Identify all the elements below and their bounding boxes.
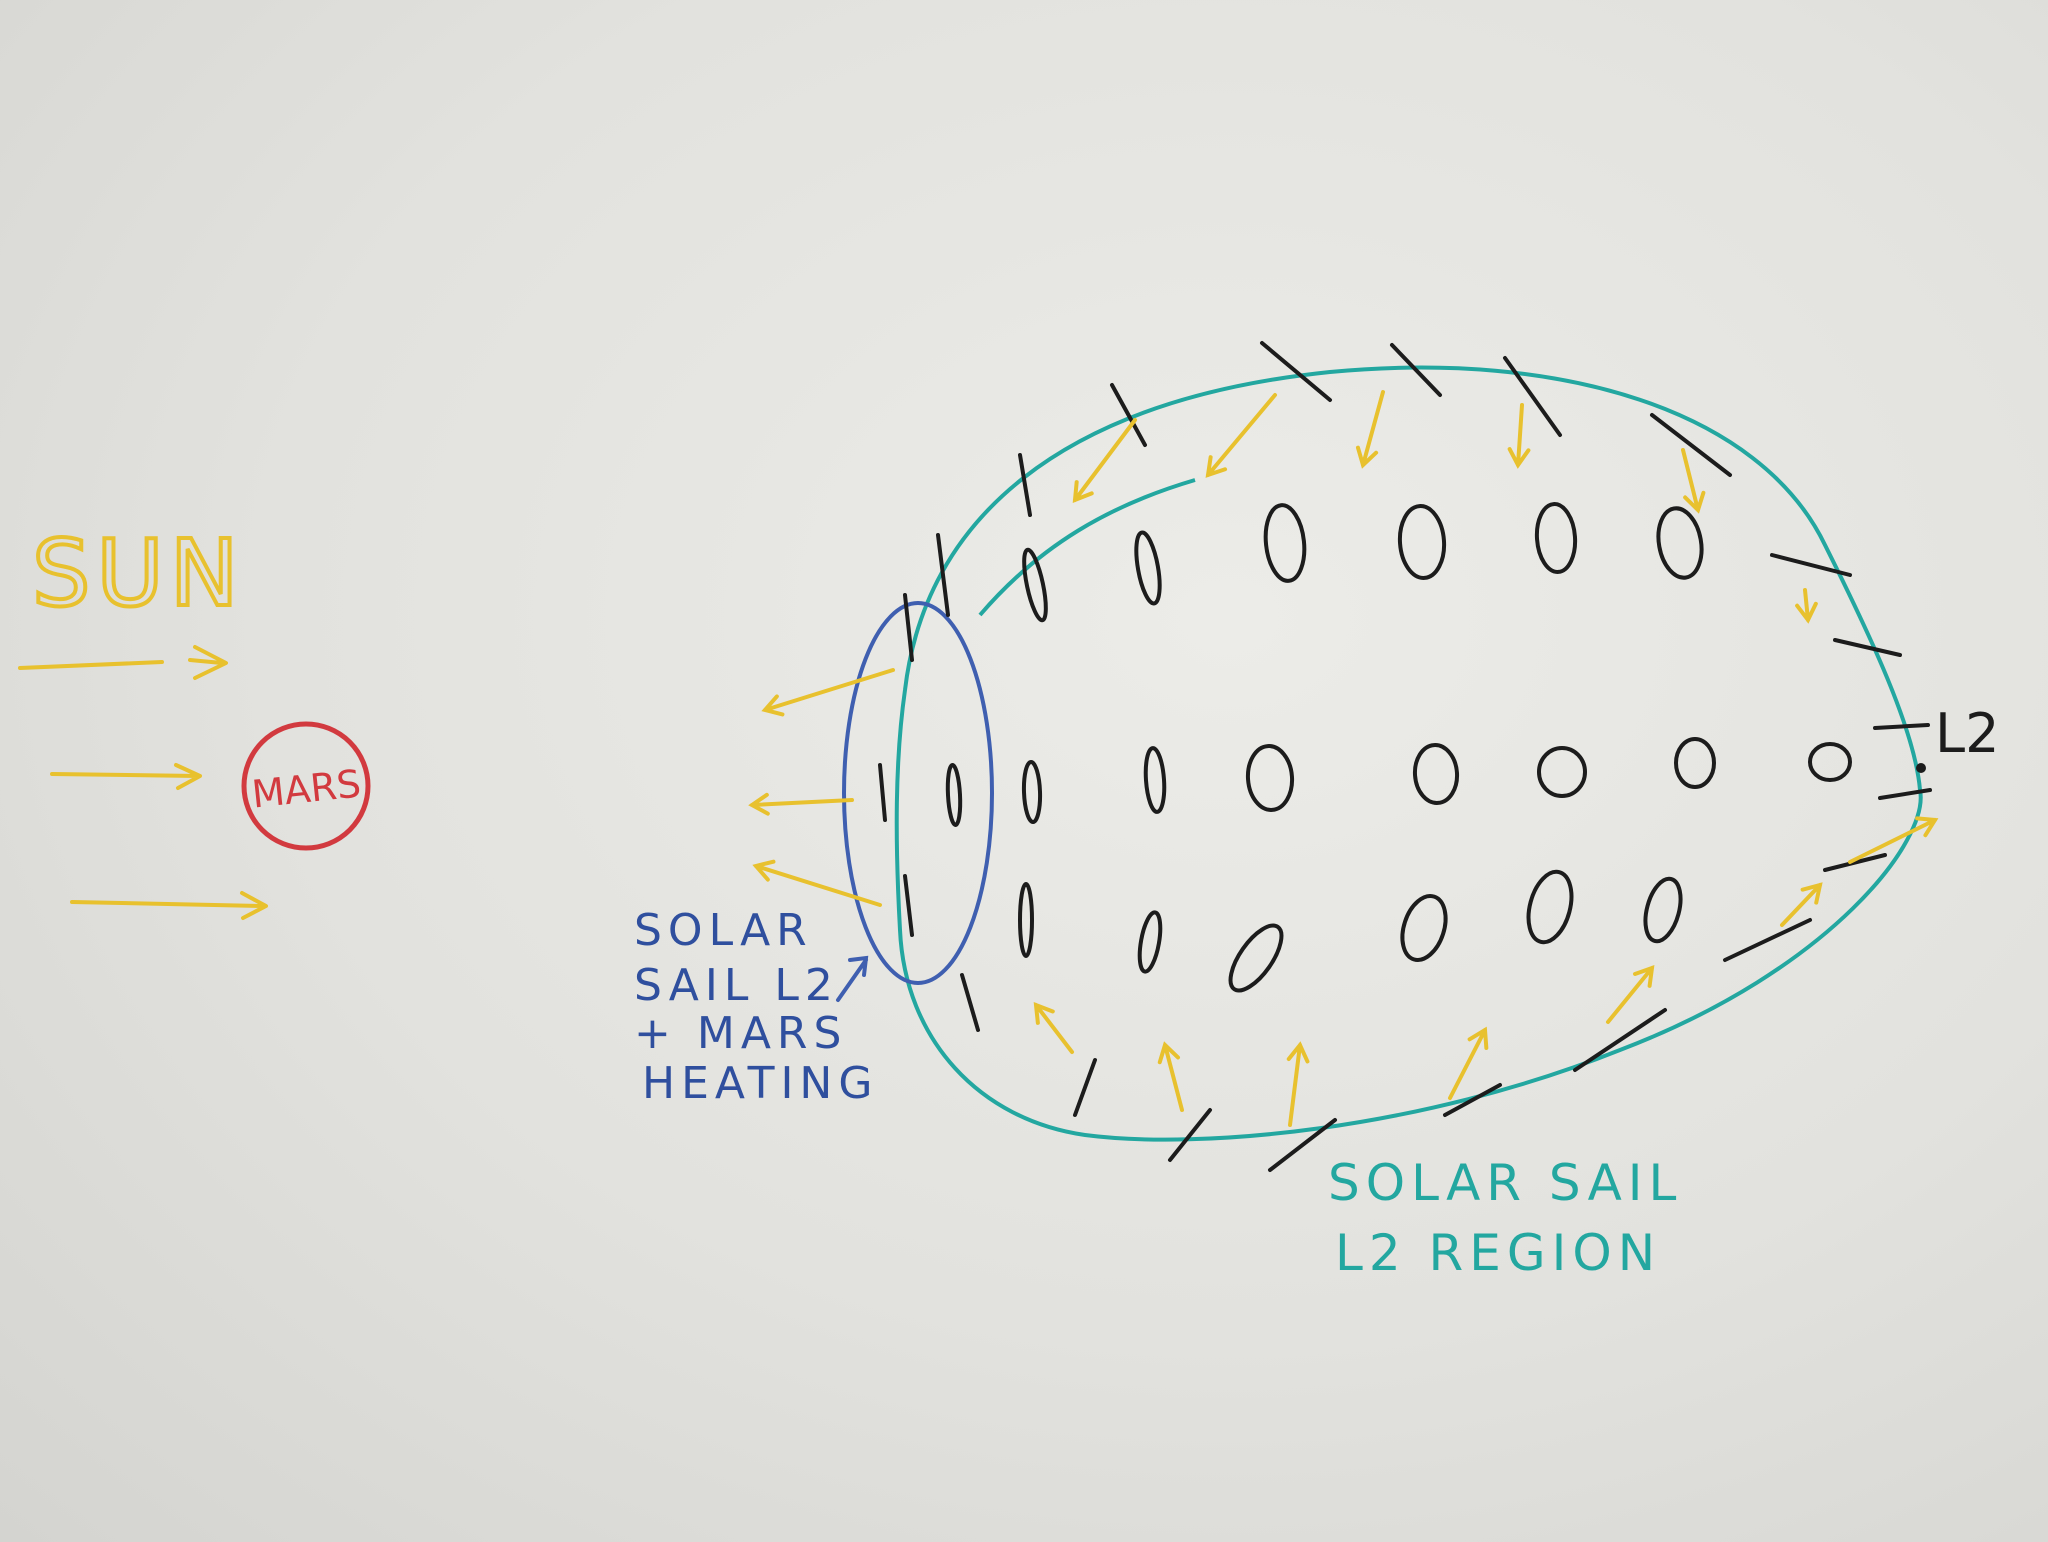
- sail-marker: [1534, 502, 1578, 574]
- sail-region-label: SOLAR SAIL L2 REGION: [1328, 1154, 1682, 1282]
- l2-label: L2: [1935, 702, 1999, 765]
- sail-marker: [1537, 746, 1587, 798]
- sail-marker: [1134, 530, 1162, 606]
- mars-region-label-line: SOLAR: [634, 905, 813, 956]
- mars-heating-region: [842, 601, 994, 985]
- sail-marker: [1137, 910, 1163, 974]
- sail-marker: [1245, 744, 1295, 812]
- sail-marker: [1400, 894, 1448, 962]
- sail-marker: [1526, 869, 1574, 945]
- sail-orientation-tick: [1573, 1008, 1667, 1072]
- l2-point: [1916, 763, 1926, 773]
- sail-orientation-tick: [1443, 1083, 1502, 1117]
- force-arrow: [1033, 1001, 1074, 1054]
- sail-orientation-tick: [1268, 1118, 1337, 1172]
- mars-heating-pointer: [836, 955, 869, 1002]
- force-arrow: [748, 792, 854, 816]
- sail-marker: [1263, 503, 1307, 583]
- sail-orientation-tick: [1873, 723, 1930, 730]
- sail-region-label-line: L2 REGION: [1335, 1224, 1661, 1282]
- sail-marker: [1397, 504, 1447, 580]
- sun-label: SUN: [32, 520, 245, 627]
- sail-orientation-tick: [1073, 1058, 1097, 1117]
- sail-orientation-tick: [936, 533, 950, 617]
- force-arrow: [1355, 390, 1385, 469]
- sail-region-boundary: [894, 365, 1923, 1142]
- force-arrow: [1157, 1041, 1184, 1112]
- force-arrow: [1681, 448, 1706, 514]
- force-arrow: [1795, 588, 1818, 624]
- sail-markers: [945, 502, 1852, 993]
- sail-marker: [1656, 506, 1704, 580]
- sail-orientation-tick: [1018, 453, 1032, 517]
- sail-region-inner-arc: [978, 478, 1196, 617]
- sail-marker: [1022, 547, 1048, 623]
- force-arrow: [752, 859, 882, 907]
- sail-orientation-tick: [1110, 383, 1147, 447]
- sail-orientation-tick: [1823, 853, 1887, 872]
- force-arrow: [1507, 403, 1531, 469]
- sail-orientation-tick: [1503, 356, 1562, 437]
- sun-rays: [18, 645, 268, 920]
- sail-orientation-tick: [878, 763, 887, 822]
- mars-label: MARS: [250, 761, 363, 816]
- sail-orientation-tick: [960, 973, 980, 1032]
- sail-marker: [945, 763, 963, 827]
- sail-orientation-tick: [1723, 918, 1812, 962]
- mars-region-label-line: SAIL L2: [634, 960, 839, 1011]
- mars-region-label: SOLAR SAIL L2 + MARS HEATING: [634, 905, 878, 1109]
- mars-region-label-line: HEATING: [642, 1058, 878, 1109]
- force-arrow: [1780, 882, 1823, 927]
- sail-marker: [1674, 737, 1716, 789]
- sail-marker: [1412, 743, 1460, 805]
- sail-marker: [1143, 746, 1167, 814]
- sail-marker: [1643, 876, 1683, 944]
- force-arrow: [761, 668, 895, 717]
- sail-orientation-tick: [1833, 638, 1902, 657]
- sail-marker: [1021, 760, 1043, 824]
- mars-planet: MARS: [241, 721, 371, 851]
- sail-marker: [1808, 742, 1852, 782]
- force-arrow: [1606, 965, 1655, 1024]
- sail-orientation-tick: [1260, 341, 1332, 402]
- sail-orientation-tick: [1878, 788, 1932, 800]
- sail-orientation-tick: [1390, 343, 1442, 397]
- mars-region-label-line: + MARS: [634, 1008, 847, 1059]
- sun-ray-arrow: [70, 891, 268, 920]
- sail-marker: [1228, 923, 1284, 993]
- force-arrow: [1848, 816, 1939, 864]
- sail-orientation-ticks: [878, 341, 1932, 1172]
- force-arrow: [1286, 1041, 1310, 1127]
- force-arrow: [1448, 1026, 1489, 1100]
- sail-orientation-tick: [1770, 553, 1852, 577]
- force-arrows: [748, 390, 1939, 1127]
- force-arrow: [1072, 418, 1137, 504]
- sail-orientation-tick: [1650, 413, 1732, 477]
- force-arrow: [1205, 393, 1277, 478]
- sail-orientation-tick: [903, 593, 914, 662]
- sail-orientation-tick: [1168, 1108, 1212, 1162]
- sail-marker: [1018, 882, 1034, 958]
- sun-ray-arrow: [18, 645, 228, 680]
- sun-ray-arrow: [50, 763, 202, 790]
- sail-region-label-line: SOLAR SAIL: [1328, 1154, 1682, 1212]
- sail-orientation-tick: [903, 874, 914, 937]
